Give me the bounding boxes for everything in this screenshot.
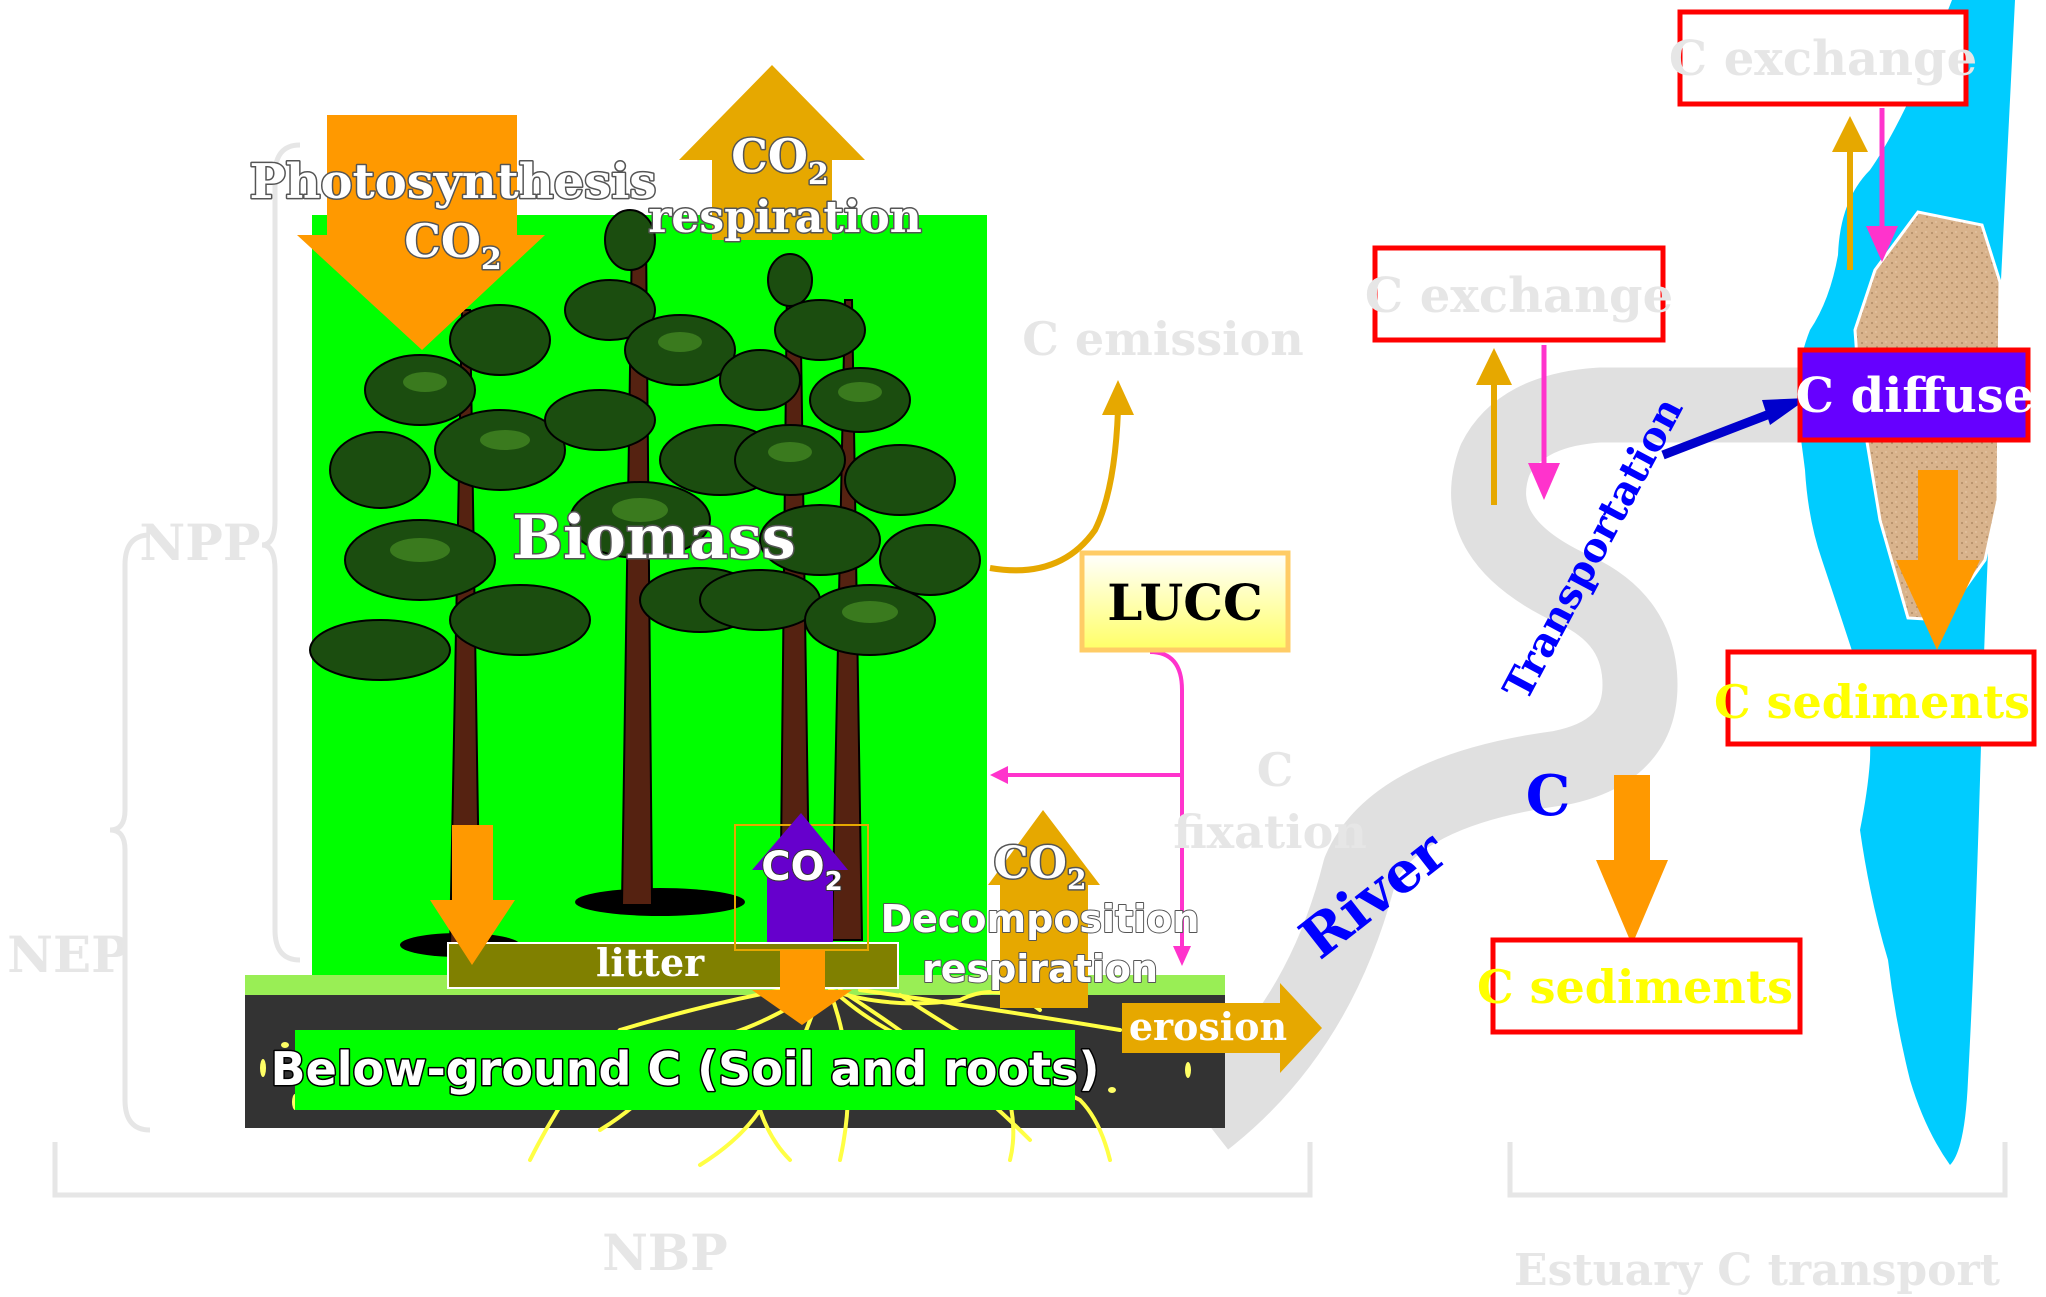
lucc-arrowhead-left [990,766,1008,784]
below-ground-label: Below-ground C (Soil and roots) [271,1042,1100,1096]
biomass-label: Biomass [512,503,795,573]
decomposition-label: Decomposition [881,897,1200,941]
bracket-nep [109,532,151,1133]
bracket-npp [261,142,301,963]
river-exchange-up-head [1476,348,1512,385]
soil-co2-arrow [752,813,848,942]
river-c-exchange-label: C exchange [1365,268,1673,324]
transport-to-diffuse-head [1762,398,1808,425]
decomposition-respiration-label: respiration [922,947,1158,991]
estuary-c-sediments-box [1725,649,2037,747]
photosynthesis-arrow [297,115,545,350]
estuary-sediment-arrow [1896,470,1980,650]
estuary-c-exchange-label: C exchange [1669,31,1977,87]
erosion-arrow [1122,983,1322,1073]
c-diffuse-box [1797,347,2031,443]
respiration-co2-label: CO2 [731,129,829,192]
c-fixation-label-line1: C [1257,743,1294,797]
npp-label: NPP [140,513,261,572]
erosion-label: erosion [1129,1004,1287,1049]
below-ground-box [295,1030,1075,1110]
nep-label: NEP [7,925,128,984]
respiration-label: respiration [648,192,922,243]
river-sediment-arrow [1596,775,1668,945]
estuary-c-exchange-box [1677,9,1969,107]
litter-to-soil-arrow [752,950,852,1025]
lucc-label: LUCC [1107,573,1263,632]
transport-to-diffuse-line [1661,405,1782,460]
bracket-estuary [1507,1142,2008,1198]
c-emission-arrow [989,409,1121,574]
biomass-to-litter-arrow [430,825,515,965]
c-emission-arrowhead [1102,380,1134,415]
estuary-c-sediments-label: C sediments [1714,675,2030,729]
photosynthesis-label: Photosynthesis [250,154,657,210]
river-c-sediments-label: C sediments [1477,960,1793,1014]
river-exchange-down-head [1528,463,1560,500]
c-emission-label: C emission [1022,312,1303,366]
photosynthesis-co2-label: CO2 [404,214,502,277]
c-fixation-label-line2: fixation [1173,805,1367,859]
lucc-box [1079,550,1291,653]
litter-label: litter [596,940,705,985]
lucc-arrowhead-down [1173,946,1191,966]
bracket-nbp [52,1142,1313,1198]
trees [309,209,981,957]
estuary-c-transport-label: Estuary C transport [1514,1245,2001,1296]
soil-co2-label: CO2 [761,844,842,897]
lucc-connectors [1002,650,1184,950]
river-c-sediments-box [1490,937,1803,1035]
decomposition-arrow [988,810,1100,1008]
estuary-exchange-up-head [1832,116,1868,152]
respiration-arrow [679,65,865,240]
decomposition-co2-label: CO2 [994,838,1087,896]
estuary-exchange-down-head [1866,226,1898,262]
nbp-label: NBP [602,1223,728,1282]
river-c-exchange-box [1372,245,1666,343]
c-diffuse-label: C diffuse [1796,368,2035,424]
river-c-label: C [1526,763,1571,829]
